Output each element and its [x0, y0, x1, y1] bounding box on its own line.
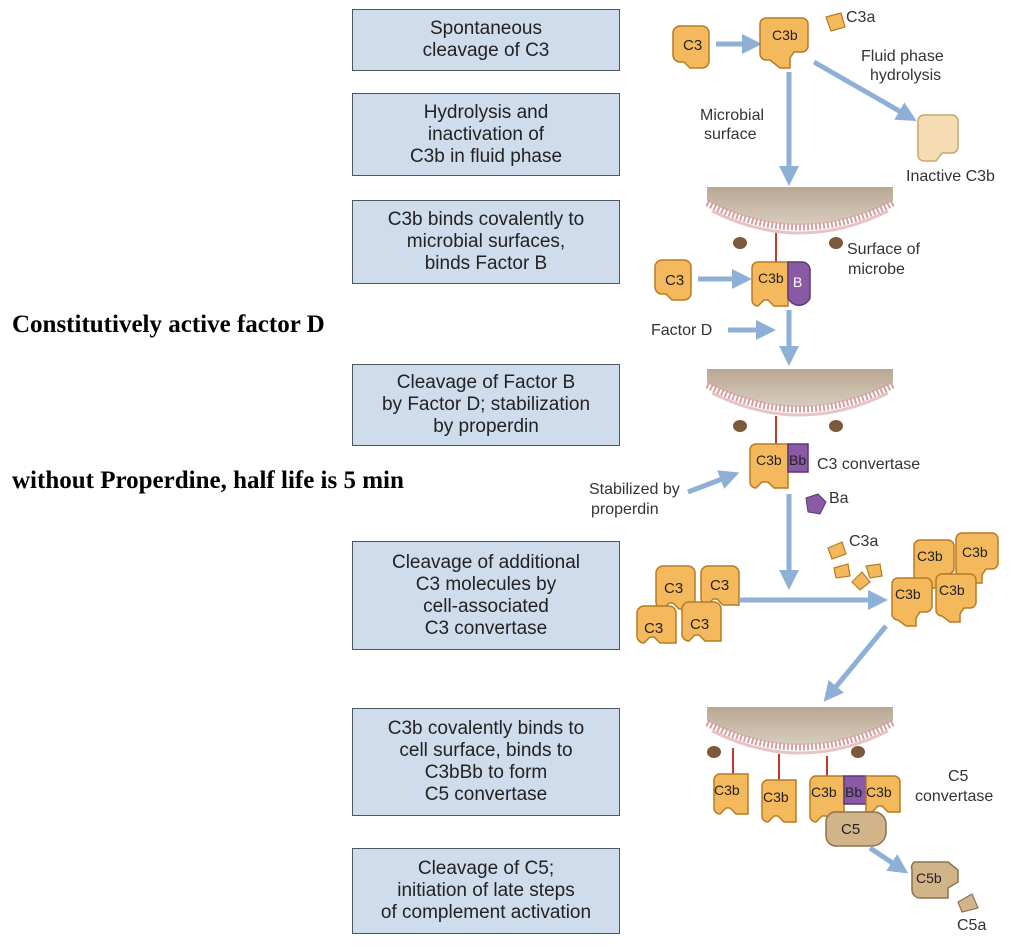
- stabilized-label-2: properdin: [591, 501, 659, 518]
- c3a-cluster-label: C3a: [849, 533, 878, 550]
- step-additional-c3-cleavage: Cleavage of additional C3 molecules by c…: [352, 541, 620, 650]
- step-text: Cleavage of Factor B by Factor D; stabil…: [381, 372, 591, 437]
- c3b-molecule: C3b: [759, 17, 809, 69]
- bb-label: Bb: [789, 452, 806, 468]
- c3-label: C3: [683, 37, 702, 54]
- ba-label: Ba: [829, 490, 849, 507]
- arrow-fluid-phase: [812, 59, 917, 121]
- c5conv-bb-label: Bb: [845, 784, 862, 800]
- fluid-phase-label-1: Fluid phase: [861, 48, 944, 65]
- c3-molecule-2: C3: [654, 259, 692, 301]
- surface-label-2: microbe: [848, 261, 905, 278]
- microbe-membrane-3: [705, 707, 895, 780]
- c3a-fragments: [827, 541, 883, 591]
- step-text: Cleavage of additional C3 molecules by c…: [391, 551, 581, 639]
- stabilized-label-1: Stabilized by: [589, 481, 680, 498]
- c3-cluster: C3 C3 C3 C3: [636, 565, 740, 644]
- c5-convertase-label-1: C5: [948, 768, 969, 785]
- c5a-label: C5a: [957, 917, 986, 934]
- step-hydrolysis: Hydrolysis and inactivation of C3b in fl…: [352, 93, 620, 176]
- c3b-bound-label: C3b: [758, 270, 784, 286]
- step-spontaneous-cleavage: Spontaneous cleavage of C3: [352, 9, 620, 71]
- c3-label-2: C3: [665, 272, 684, 289]
- step-text: C3b binds covalently to microbial surfac…: [387, 209, 585, 274]
- step-factor-b-cleavage: Cleavage of Factor B by Factor D; stabil…: [352, 364, 620, 446]
- c5b-molecule: C5b: [910, 861, 959, 899]
- cluster-c3-label-2: C3: [710, 577, 729, 594]
- step-text: Cleavage of C5; initiation of late steps…: [380, 858, 592, 923]
- c3b-label: C3b: [772, 27, 798, 43]
- cluster-c3-label-1: C3: [664, 580, 683, 597]
- c3b-cluster: C3b C3b C3b C3b: [891, 532, 999, 627]
- step-text: Spontaneous cleavage of C3: [422, 18, 550, 61]
- microbial-label-2: surface: [704, 126, 757, 143]
- c5a-fragment: [957, 893, 979, 913]
- note-factor-d: Constitutively active factor D: [12, 311, 325, 338]
- c3-molecule: C3: [672, 25, 710, 69]
- microbe-membrane-1: [705, 187, 895, 262]
- inactive-c3b-molecule: [917, 114, 959, 162]
- step-c5-convertase-formation: C3b covalently binds to cell surface, bi…: [352, 708, 620, 816]
- inactive-c3b-label: Inactive C3b: [906, 168, 995, 185]
- c3a-fragment: [825, 12, 846, 32]
- c5conv-c3b-label-4: C3b: [866, 784, 892, 800]
- microbial-label-1: Microbial: [700, 107, 764, 124]
- arrow-to-c5-convertase: [823, 624, 888, 702]
- c3b-cluster-label-4: C3b: [939, 582, 965, 598]
- factor-b-molecule: B: [787, 261, 811, 306]
- c5conv-c3b-label-1: C3b: [714, 782, 740, 798]
- step-c3b-binds-surface: C3b binds covalently to microbial surfac…: [352, 200, 620, 284]
- note-properdin: without Properdine, half life is 5 min: [12, 467, 404, 494]
- c5-label: C5: [841, 821, 860, 838]
- fluid-phase-label-2: hydrolysis: [870, 67, 941, 84]
- cluster-c3-label-4: C3: [690, 616, 709, 633]
- c5b-label: C5b: [916, 870, 942, 886]
- step-text: C3b covalently binds to cell surface, bi…: [387, 718, 585, 805]
- c5-convertase-label-2: convertase: [915, 788, 993, 805]
- arrow-properdin: [687, 470, 740, 495]
- c3b-cluster-label-2: C3b: [962, 544, 988, 560]
- arrow-c5-cleavage: [868, 845, 909, 874]
- c5conv-c3b-label-2: C3b: [763, 789, 789, 805]
- c3bbb-convertase: C3b Bb: [749, 443, 809, 489]
- surface-label-1: Surface of: [847, 241, 920, 258]
- factor-b-label: B: [793, 274, 802, 290]
- c5conv-c3b-label-3: C3b: [811, 784, 837, 800]
- c5-convertase-complex: C3b C3b C3b Bb C3b C5: [713, 773, 901, 847]
- c3b-bound-molecule: C3b: [751, 261, 789, 307]
- factor-d-label: Factor D: [651, 322, 712, 339]
- cluster-c3-label-3: C3: [644, 620, 663, 637]
- c3b-convertase-label: C3b: [756, 452, 782, 468]
- c3a-label: C3a: [846, 9, 875, 26]
- ba-fragment: [805, 493, 827, 515]
- step-text: Hydrolysis and inactivation of C3b in fl…: [409, 101, 563, 167]
- microbe-membrane-2: [705, 369, 895, 444]
- c3-convertase-label: C3 convertase: [817, 456, 920, 473]
- step-c5-cleavage: Cleavage of C5; initiation of late steps…: [352, 848, 620, 934]
- c3b-cluster-label-3: C3b: [895, 586, 921, 602]
- c3b-cluster-label-1: C3b: [917, 548, 943, 564]
